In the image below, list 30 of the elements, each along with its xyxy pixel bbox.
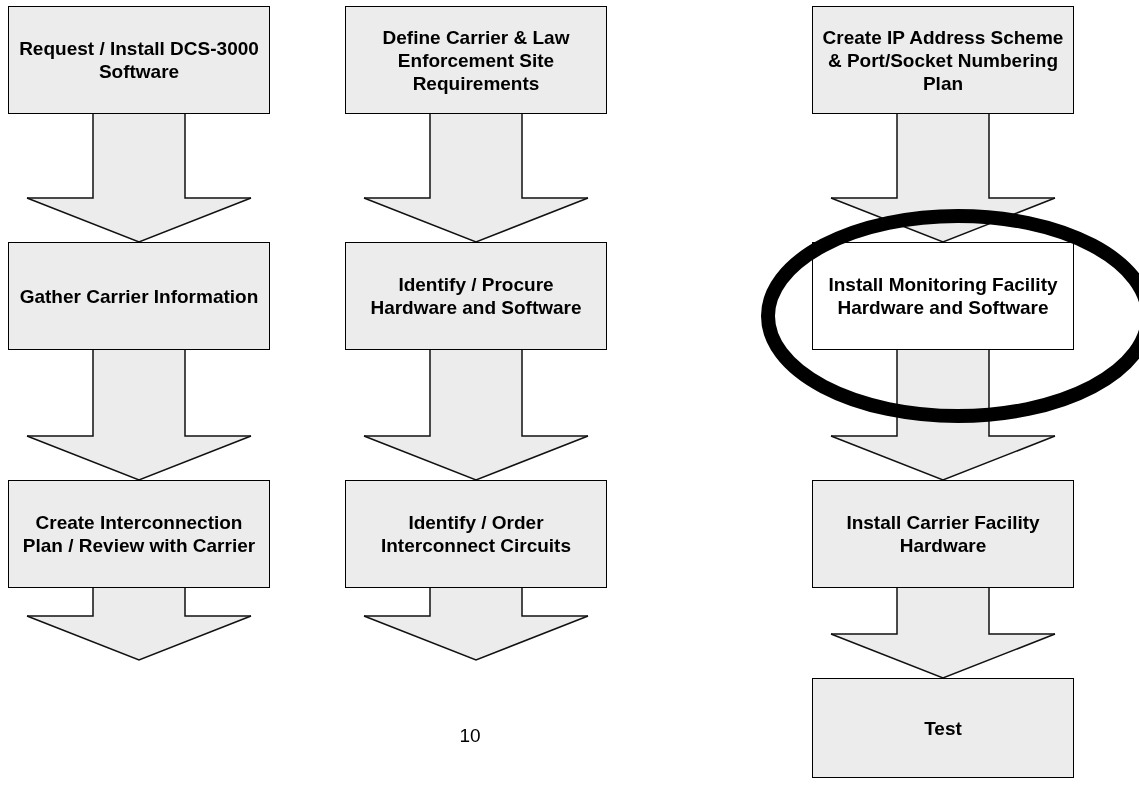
step-text: Test (924, 716, 962, 740)
step-text: Install Monitoring Facility Hardware and Software (827, 273, 1059, 319)
block-arrow (363, 113, 589, 243)
block-arrow (830, 349, 1056, 481)
block-arrow (363, 349, 589, 481)
page-number: 10 (458, 724, 482, 748)
step-box (345, 480, 607, 588)
block-arrow (830, 587, 1056, 679)
block-arrow (26, 587, 252, 661)
block-arrow (26, 113, 252, 243)
step-box (345, 242, 607, 350)
block-arrow (363, 587, 589, 661)
step-text: Create IP Address Scheme & Port/Socket Numbering Plan (821, 25, 1065, 95)
step-box (812, 6, 1074, 114)
step-box (812, 678, 1074, 778)
step-box (8, 480, 270, 588)
step-text: Gather Carrier Information (19, 284, 259, 308)
step-box (812, 480, 1074, 588)
step-text: Identify / Procure Hardware and Software (369, 273, 583, 319)
block-arrow (26, 349, 252, 481)
step-box (8, 6, 270, 114)
step-text: Install Carrier Facility Hardware (845, 511, 1041, 557)
step-box (345, 6, 607, 114)
step-box (812, 242, 1074, 350)
step-text: Identify / Order Interconnect Circuits (379, 511, 572, 557)
step-text: Define Carrier & Law Enforcement Site Requirements (381, 25, 571, 95)
step-box (8, 242, 270, 350)
step-text: Create Interconnection Plan / Review with Carrier (21, 511, 257, 557)
step-text: Request / Install DCS-3000 Software (18, 37, 260, 83)
block-arrow (830, 113, 1056, 243)
